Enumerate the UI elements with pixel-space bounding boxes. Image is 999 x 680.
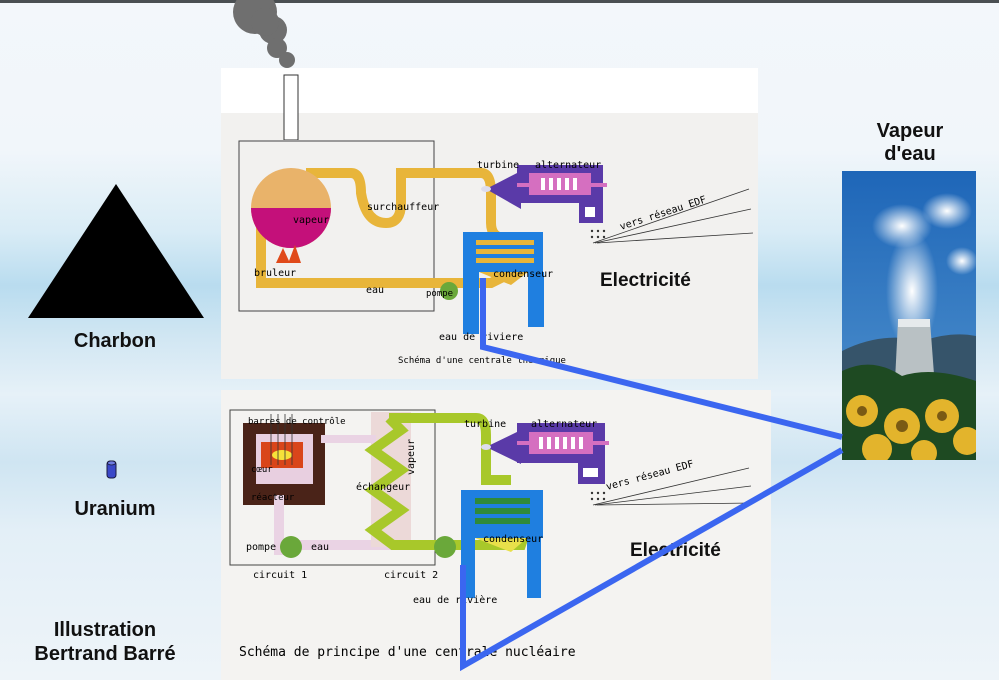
svg-text:bruleur: bruleur bbox=[254, 268, 296, 279]
vapor-label-line2: d'eau bbox=[884, 143, 936, 165]
credit-line-1: Illustration bbox=[53, 619, 157, 641]
svg-text:barres de contrôle: barres de contrôle bbox=[248, 416, 346, 427]
svg-text:pompe: pompe bbox=[246, 542, 276, 553]
secondary-pump-icon bbox=[434, 536, 456, 558]
primary-pump-icon bbox=[280, 536, 302, 558]
smoke-chimney-icon bbox=[233, 0, 299, 140]
coal-label: Charbon bbox=[73, 330, 157, 352]
illustration-credit: Illustration Bertrand Barré bbox=[10, 618, 200, 666]
thermal-to-tower-line bbox=[480, 278, 843, 440]
nuclear-diagram-svg: barres de contrôle cœur réacteur échange… bbox=[229, 409, 754, 660]
svg-text:alternateur: alternateur bbox=[535, 160, 601, 171]
cooling-tower-photo bbox=[842, 171, 976, 460]
svg-text:eau: eau bbox=[366, 285, 384, 296]
nuclear-to-tower-line bbox=[460, 447, 844, 672]
svg-text:circuit 1: circuit 1 bbox=[253, 570, 307, 581]
thermal-panel-header bbox=[221, 68, 758, 114]
vapor-label: Vapeur d'eau bbox=[850, 120, 970, 166]
svg-text:réacteur: réacteur bbox=[251, 492, 295, 503]
uranium-pellet-icon bbox=[106, 460, 117, 479]
uranium-label: Uranium bbox=[74, 498, 156, 520]
svg-text:pompe: pompe bbox=[426, 289, 453, 299]
burner-flame-icon bbox=[276, 245, 301, 263]
svg-text:échangeur: échangeur bbox=[356, 481, 410, 493]
svg-text:cœur: cœur bbox=[251, 465, 273, 475]
vapor-label-line1: Vapeur bbox=[876, 120, 944, 142]
svg-text:alternateur: alternateur bbox=[531, 419, 597, 430]
svg-text:turbine: turbine bbox=[464, 419, 506, 430]
svg-text:circuit 2: circuit 2 bbox=[384, 570, 438, 581]
thermal-electricity-label: Electricité bbox=[600, 270, 691, 291]
top-border bbox=[0, 0, 999, 3]
pump-icon bbox=[440, 282, 458, 300]
thermal-diagram-svg: vapeur surchauffeur bruleur eau pompe tu… bbox=[238, 140, 754, 366]
svg-text:vapeur: vapeur bbox=[406, 439, 417, 475]
svg-text:condenseur: condenseur bbox=[493, 269, 553, 280]
credit-author: Bertrand Barré bbox=[34, 643, 176, 665]
svg-text:vapeur: vapeur bbox=[293, 215, 329, 226]
svg-text:surchauffeur: surchauffeur bbox=[367, 202, 439, 213]
svg-text:turbine: turbine bbox=[477, 160, 519, 171]
svg-text:eau de rivière: eau de rivière bbox=[413, 594, 497, 606]
svg-text:Schéma d'une centrale thermiqu: Schéma d'une centrale thermique bbox=[398, 355, 566, 366]
svg-text:condenseur: condenseur bbox=[483, 534, 543, 545]
svg-text:eau: eau bbox=[311, 542, 329, 553]
coal-triangle-icon bbox=[28, 184, 204, 318]
